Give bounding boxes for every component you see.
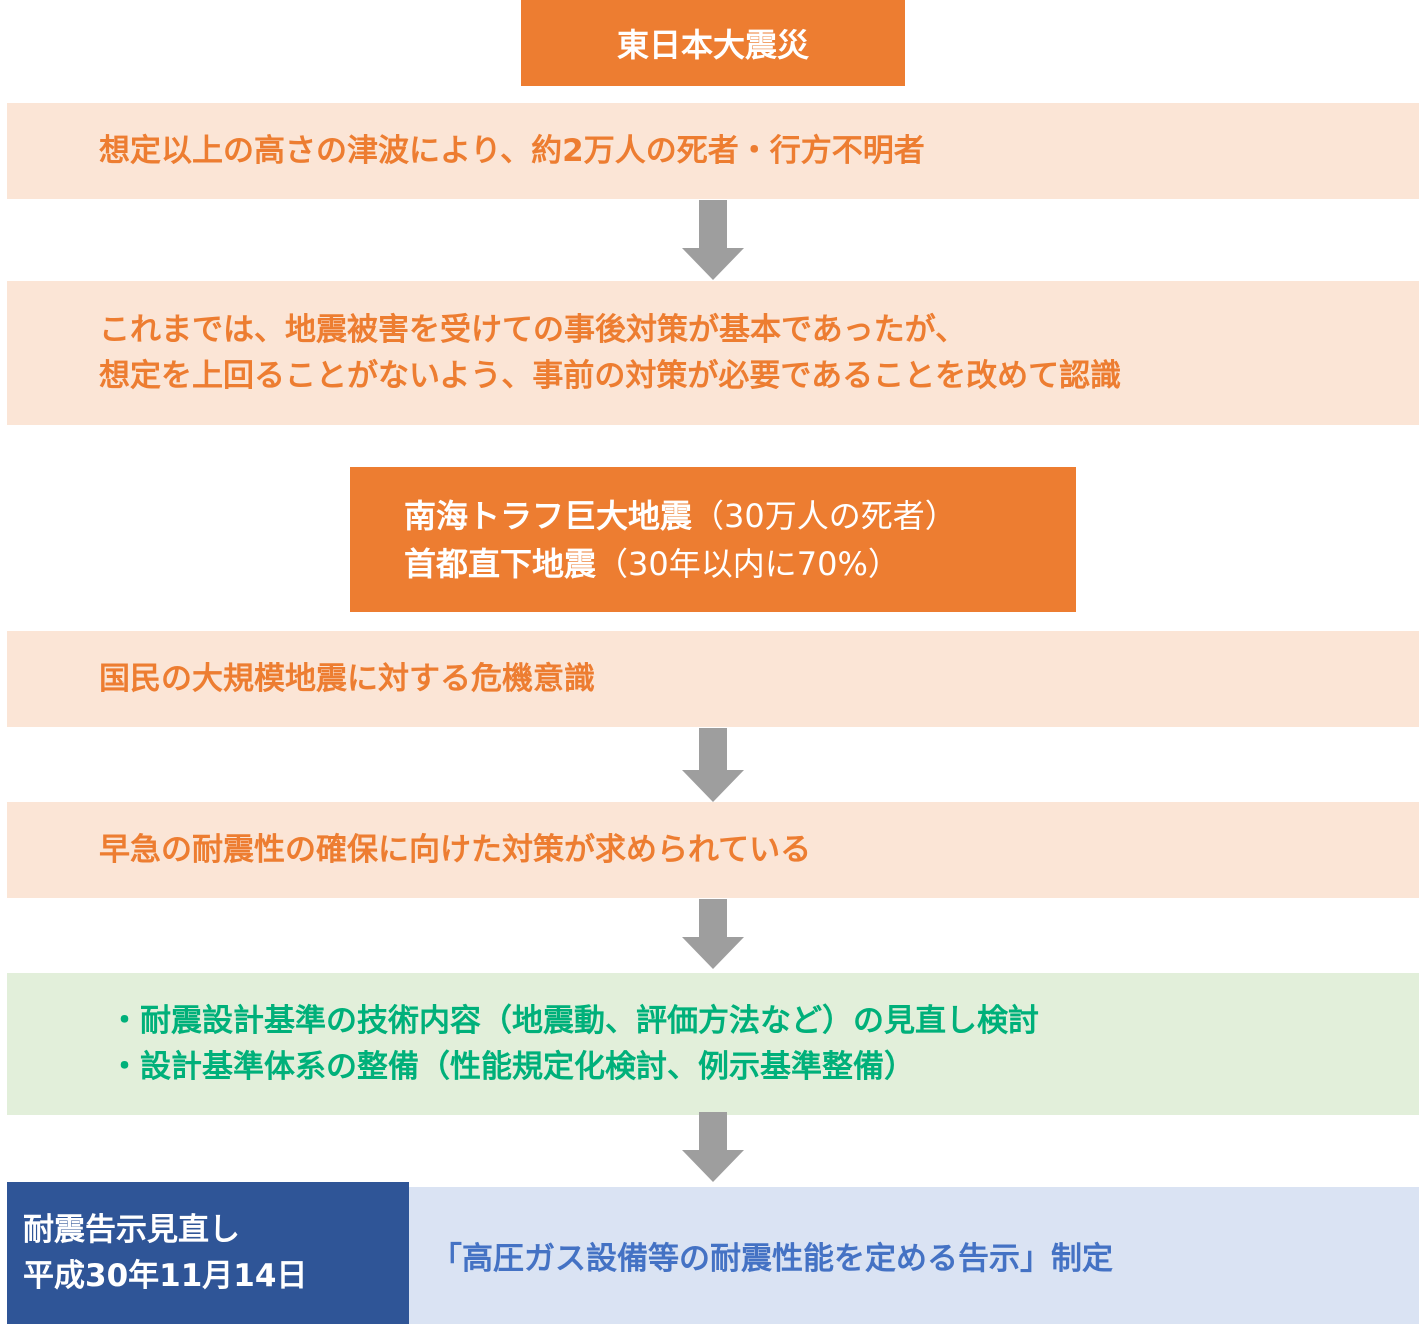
- earthquake-name: 南海トラフ巨大地震: [404, 496, 693, 535]
- earthquake-note: （30年以内に70%）: [596, 544, 900, 583]
- action-item: ・耐震設計基準の技術内容（地震動、評価方法など）の見直し検討: [109, 1003, 1039, 1039]
- step-recognition-line-1: これまでは、地震被害を受けての事後対策が基本であったが、: [99, 312, 967, 348]
- major-earthquakes-box: 南海トラフ巨大地震（30万人の死者） 首都直下地震（30年以内に70%）: [350, 467, 1076, 612]
- step-crisis-awareness: 国民の大規模地震に対する危機意識: [7, 631, 1419, 727]
- title-label: 東日本大震災: [616, 26, 809, 64]
- revision-date-label: 耐震告示見直し 平成30年11月14日: [7, 1182, 409, 1324]
- down-arrow-icon: [682, 728, 744, 802]
- step-casualties-text: 想定以上の高さの津波により、約2万人の死者・行方不明者: [99, 133, 925, 169]
- earthquake-item-tokyo: 首都直下地震（30年以内に70%）: [404, 540, 1076, 588]
- step-crisis-awareness-text: 国民の大規模地震に対する危機意識: [99, 661, 595, 697]
- down-arrow-icon: [682, 200, 744, 280]
- earthquake-name: 首都直下地震: [404, 544, 597, 583]
- title-box: 東日本大震災: [521, 0, 905, 86]
- down-arrow-icon: [682, 1112, 744, 1182]
- step-urgent-measures: 早急の耐震性の確保に向けた対策が求められている: [7, 802, 1419, 898]
- revision-title: 耐震告示見直し: [23, 1212, 240, 1248]
- earthquake-note: （30万人の死者）: [692, 496, 957, 535]
- step-casualties: 想定以上の高さの津波により、約2万人の死者・行方不明者: [7, 103, 1419, 199]
- actions-box: ・耐震設計基準の技術内容（地震動、評価方法など）の見直し検討 ・設計基準体系の整…: [7, 973, 1419, 1115]
- enactment-box: 「高圧ガス設備等の耐震性能を定める告示」制定: [409, 1187, 1419, 1324]
- revision-date: 平成30年11月14日: [23, 1258, 308, 1294]
- step-recognition-line-2: 想定を上回ることがないよう、事前の対策が必要であることを改めて認識: [99, 358, 1122, 394]
- step-urgent-measures-text: 早急の耐震性の確保に向けた対策が求められている: [99, 832, 812, 868]
- action-item: ・設計基準体系の整備（性能規定化検討、例示基準整備）: [109, 1049, 915, 1085]
- earthquake-item-nankai: 南海トラフ巨大地震（30万人の死者）: [404, 492, 1076, 540]
- step-recognition: これまでは、地震被害を受けての事後対策が基本であったが、 想定を上回ることがない…: [7, 281, 1419, 425]
- down-arrow-icon: [682, 899, 744, 969]
- enactment-text: 「高圧ガス設備等の耐震性能を定める告示」制定: [431, 1241, 1113, 1277]
